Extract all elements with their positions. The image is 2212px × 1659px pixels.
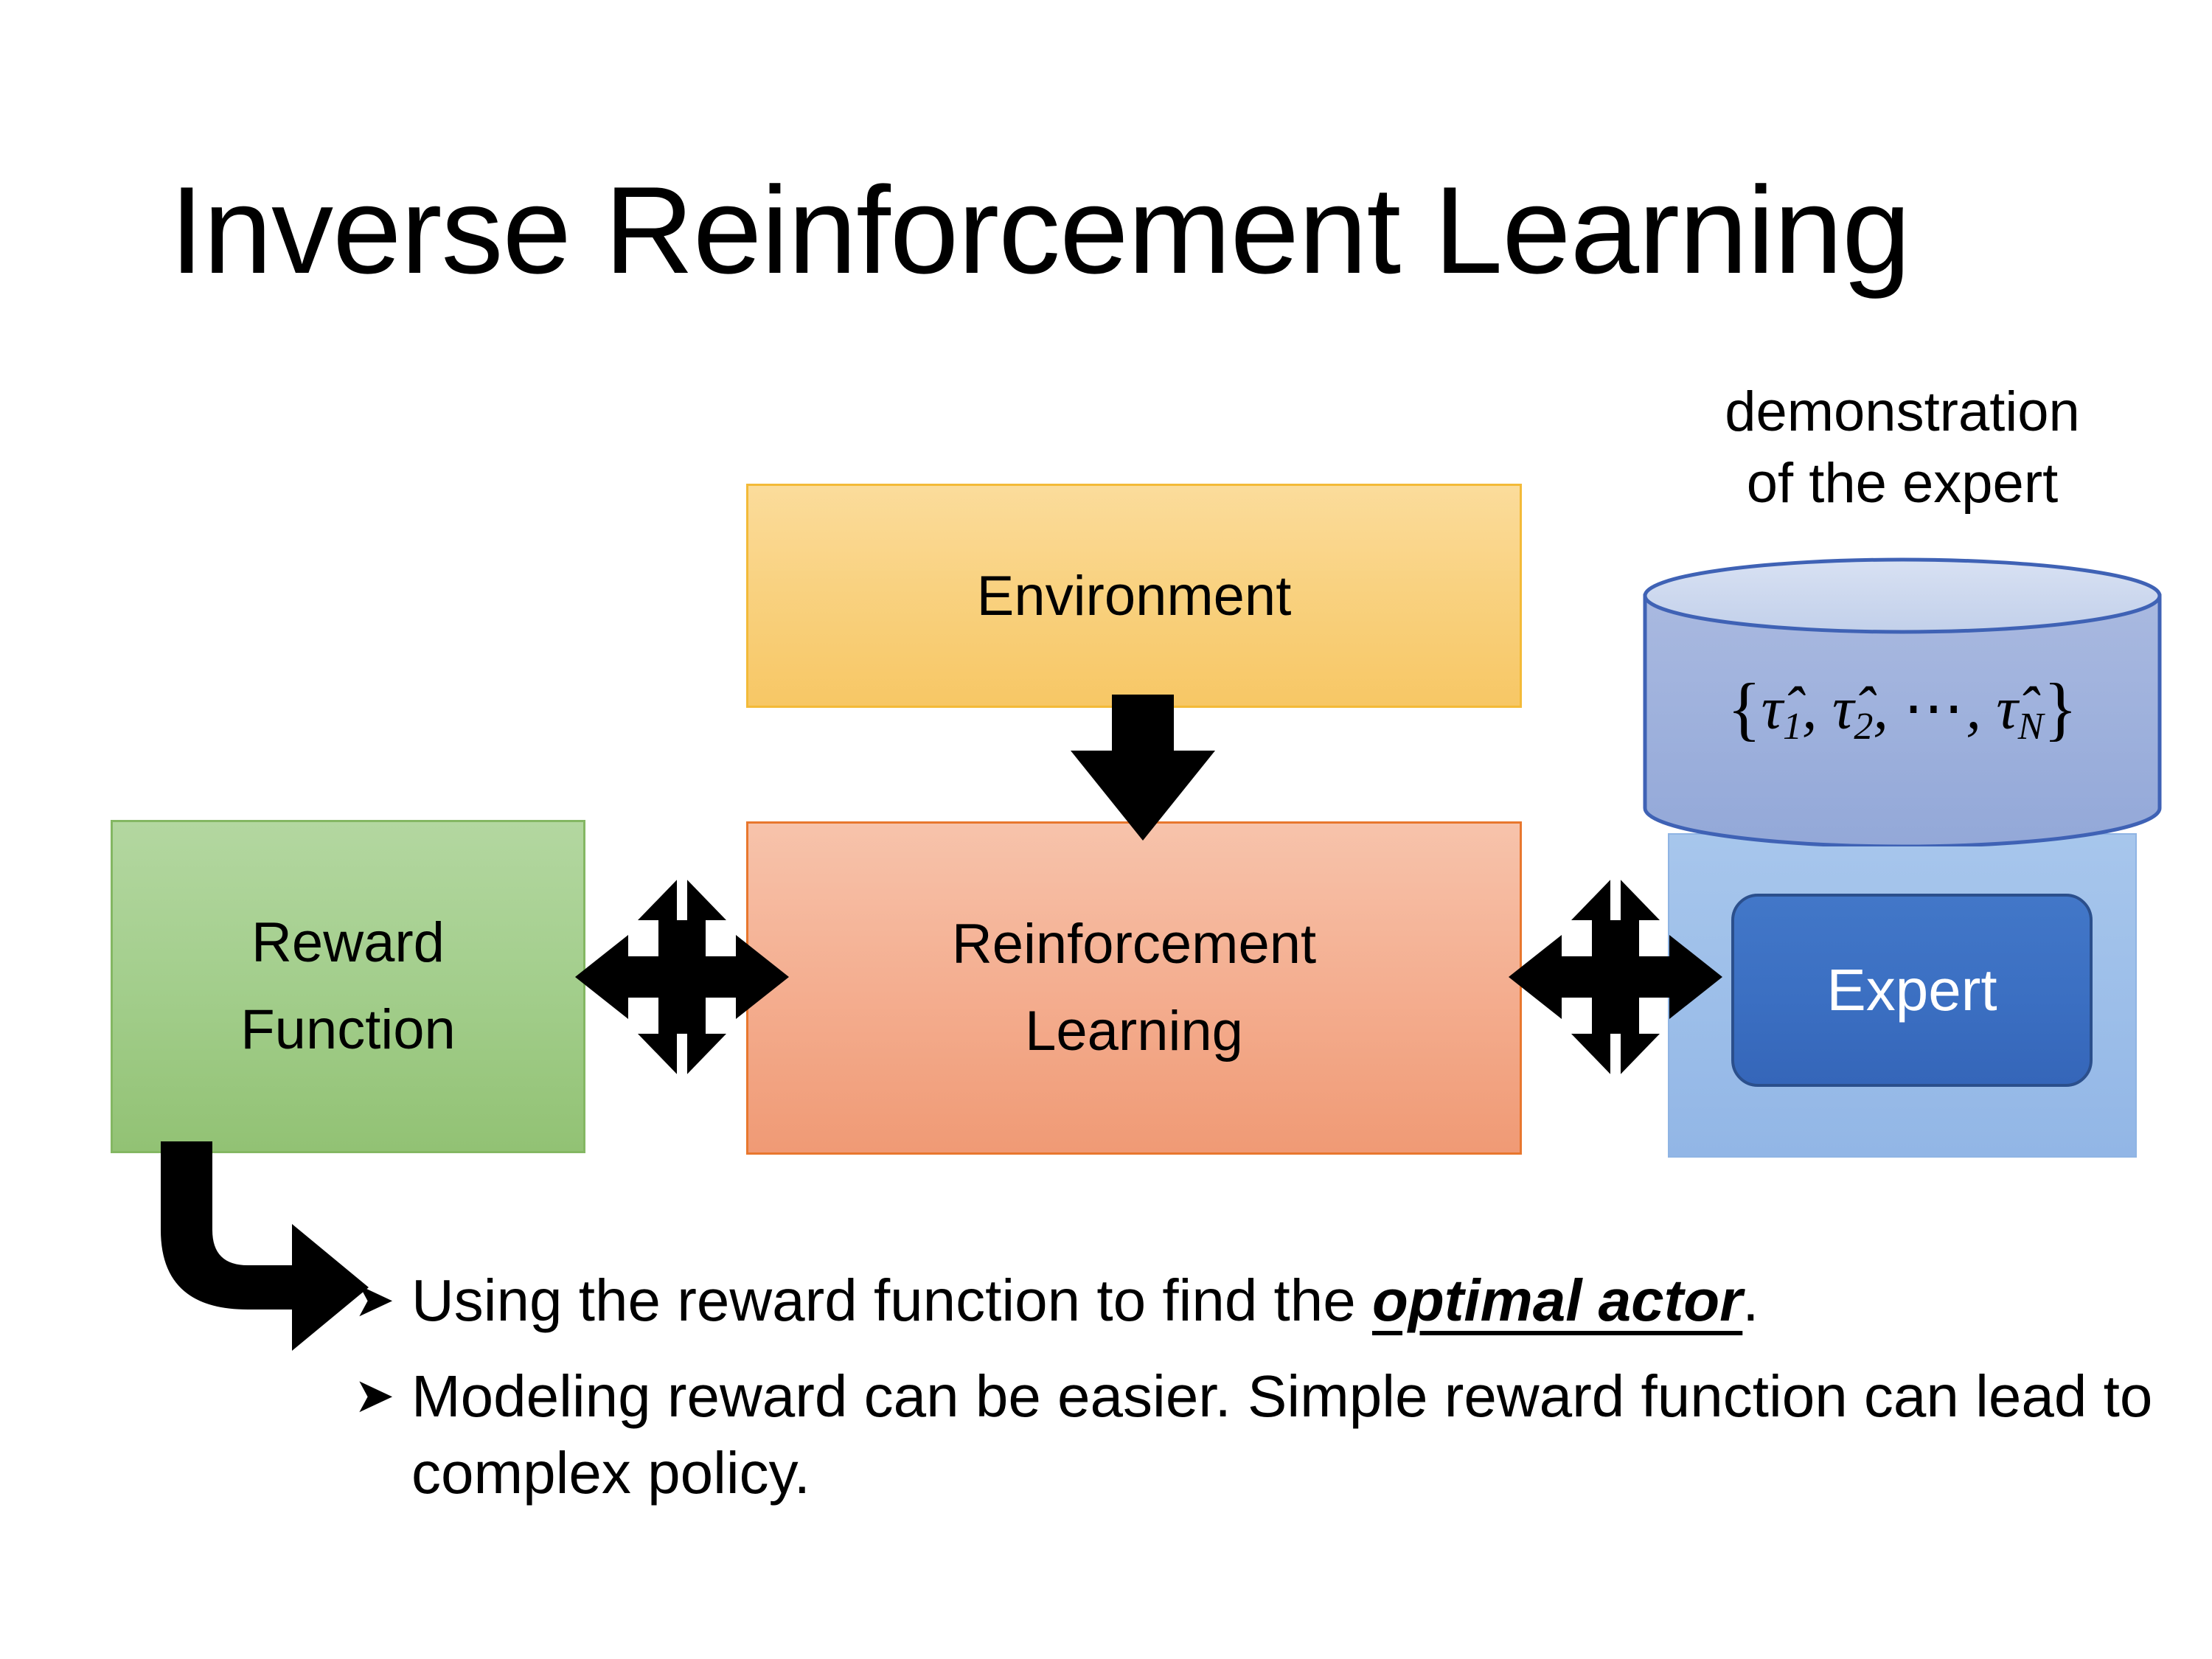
reward-function-label-line1: Reward xyxy=(251,911,445,975)
bullet-list: ➤ Using the reward function to find the … xyxy=(354,1262,2168,1531)
slide-title: Inverse Reinforcement Learning xyxy=(170,161,1911,299)
bullet-arrow-icon: ➤ xyxy=(354,1368,395,1422)
tau-hat-2: τ̂ xyxy=(1832,674,1854,742)
open-brace: { xyxy=(1727,669,1761,748)
close-brace: } xyxy=(2043,669,2078,748)
tau-2-subscript: 2 xyxy=(1854,705,1874,748)
reward-function-node[interactable]: Reward Function xyxy=(111,820,585,1153)
bullet-text-plain: Using the reward function to find the xyxy=(411,1267,1372,1333)
bullet-text-tail: . xyxy=(1742,1267,1759,1333)
tau-hat-1: τ̂ xyxy=(1761,674,1783,742)
environment-node-label: Environment xyxy=(976,564,1292,627)
reinforcement-learning-label-line1: Reinforcement xyxy=(951,913,1317,976)
expert-node-label: Expert xyxy=(1826,957,1997,1023)
bent-elbow-arrow-icon xyxy=(161,1141,369,1351)
demonstration-caption-line1: demonstration xyxy=(1725,380,2080,443)
separator-3: , xyxy=(1966,674,1997,742)
down-arrow-icon xyxy=(1071,695,1215,841)
expert-node[interactable]: Expert xyxy=(1731,894,2093,1087)
reinforcement-learning-label-line2: Learning xyxy=(1025,1000,1243,1062)
bullet-arrow-icon: ➤ xyxy=(354,1272,395,1326)
demonstration-caption-line2: of the expert xyxy=(1746,452,2059,515)
environment-node[interactable]: Environment xyxy=(746,484,1522,708)
demonstration-cylinder xyxy=(1643,557,2162,846)
ellipsis-glyph: ⋯ xyxy=(1903,674,1966,742)
tau-1-subscript: 1 xyxy=(1782,705,1802,748)
tau-hat-n: τ̂ xyxy=(1996,674,2018,742)
bullet-text-emphasis: optimal actor xyxy=(1371,1267,1743,1333)
tau-n-subscript: N xyxy=(2017,705,2044,748)
bullet-item-text: Using the reward function to find the op… xyxy=(411,1262,2168,1339)
separator-1: , xyxy=(1801,674,1832,742)
bullet-item: ➤ Using the reward function to find the … xyxy=(354,1262,2168,1339)
separator-2: , xyxy=(1873,674,1904,742)
bidirectional-arrow-icon xyxy=(1509,873,1722,1081)
bullet-item-text: Modeling reward can be easier. Simple re… xyxy=(411,1363,2153,1506)
bidirectional-arrow-icon xyxy=(575,873,789,1081)
reinforcement-learning-node[interactable]: Reinforcement Learning xyxy=(746,821,1522,1155)
bullet-item: ➤ Modeling reward can be easier. Simple … xyxy=(354,1358,2168,1512)
reward-function-label-line2: Function xyxy=(240,998,456,1061)
demonstration-set-label: {τ̂1, τ̂2, ⋯, τ̂N} xyxy=(1643,667,2162,749)
demonstration-caption: demonstration of the expert xyxy=(1652,376,2153,520)
